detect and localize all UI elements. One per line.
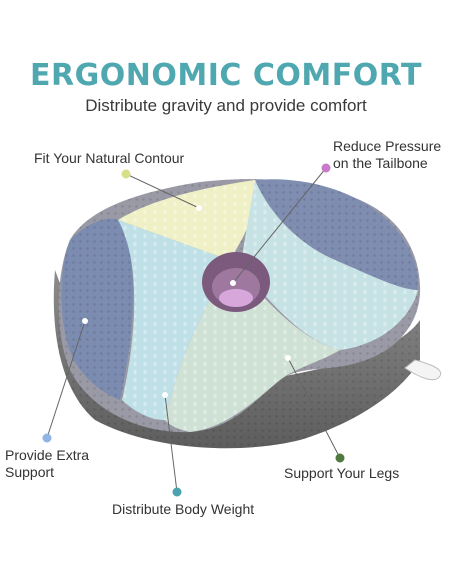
callout-weight: Distribute Body Weight	[112, 501, 255, 517]
leader-line-weight	[164, 394, 178, 493]
dot-legs	[335, 453, 345, 463]
callout-contour: Fit Your Natural Contour	[34, 150, 185, 166]
dot-tailbone	[321, 163, 331, 173]
page-subtitle: Distribute gravity and provide comfort	[85, 96, 367, 115]
dot-support	[42, 433, 52, 443]
marker-dot	[82, 318, 88, 324]
marker-dot	[285, 355, 291, 361]
dot-contour	[121, 169, 131, 179]
handle-strap	[404, 359, 442, 381]
leader-line-tailbone	[232, 167, 327, 284]
marker-dot	[196, 205, 202, 211]
dot-weight	[172, 487, 182, 497]
callout-tailbone: Reduce Pressure on the Tailbone	[333, 138, 441, 172]
marker-dot	[230, 280, 236, 286]
leader-line-contour	[125, 173, 200, 209]
callout-tailbone-line1: Reduce Pressure	[333, 138, 442, 154]
callout-support: Provide Extra Support	[5, 447, 89, 481]
callout-support-line2: Support	[5, 464, 55, 480]
page-title: ERGONOMIC COMFORT	[30, 58, 422, 93]
marker-dot	[162, 392, 168, 398]
leader-line-legs	[287, 357, 341, 459]
callout-support-line1: Provide Extra	[5, 447, 90, 463]
leader-line-support	[46, 320, 86, 439]
callout-legs: Support Your Legs	[284, 465, 400, 481]
callout-tailbone-line2: on the Tailbone	[333, 155, 428, 171]
